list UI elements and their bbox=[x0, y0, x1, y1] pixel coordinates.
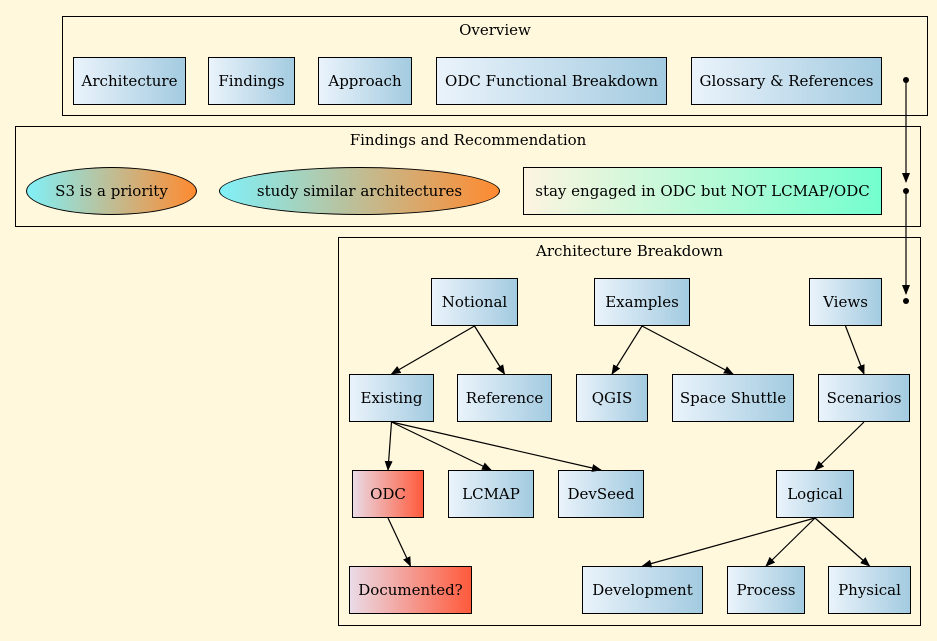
node-glossary-references[interactable]: Glossary & References bbox=[691, 57, 882, 105]
node-findings[interactable]: Findings bbox=[208, 57, 295, 105]
cluster-title-breakdown: Architecture Breakdown bbox=[536, 242, 723, 260]
cluster-title-overview: Overview bbox=[459, 21, 531, 39]
node-physical[interactable]: Physical bbox=[828, 566, 911, 614]
node-odc[interactable]: ODC bbox=[352, 470, 424, 518]
node-odc-functional-breakdown[interactable]: ODC Functional Breakdown bbox=[436, 57, 667, 105]
node-notional[interactable]: Notional bbox=[431, 278, 518, 326]
node-examples[interactable]: Examples bbox=[594, 278, 690, 326]
node-scenarios[interactable]: Scenarios bbox=[818, 374, 910, 422]
node-reference[interactable]: Reference bbox=[457, 374, 552, 422]
node-logical[interactable]: Logical bbox=[776, 470, 854, 518]
cluster-findings: Findings and Recommendation bbox=[15, 126, 921, 227]
cluster-overview: Overview bbox=[62, 16, 928, 116]
node-views[interactable]: Views bbox=[809, 278, 882, 326]
node-s3-priority[interactable]: S3 is a priority bbox=[26, 167, 197, 215]
node-stay-engaged[interactable]: stay engaged in ODC but NOT LCMAP/ODC bbox=[523, 167, 882, 215]
node-existing[interactable]: Existing bbox=[349, 374, 434, 422]
node-documented[interactable]: Documented? bbox=[349, 566, 472, 614]
cluster-architecture-breakdown: Architecture Breakdown bbox=[338, 237, 921, 626]
node-development[interactable]: Development bbox=[582, 566, 703, 614]
node-architecture[interactable]: Architecture bbox=[73, 57, 186, 105]
node-study-similar-architectures[interactable]: study similar architectures bbox=[219, 167, 500, 215]
node-devseed[interactable]: DevSeed bbox=[558, 470, 644, 518]
node-qgis[interactable]: QGIS bbox=[576, 374, 648, 422]
node-lcmap[interactable]: LCMAP bbox=[448, 470, 534, 518]
cluster-title-findings: Findings and Recommendation bbox=[349, 131, 587, 149]
node-process[interactable]: Process bbox=[727, 566, 805, 614]
node-space-shuttle[interactable]: Space Shuttle bbox=[672, 374, 794, 422]
node-approach[interactable]: Approach bbox=[318, 57, 412, 105]
